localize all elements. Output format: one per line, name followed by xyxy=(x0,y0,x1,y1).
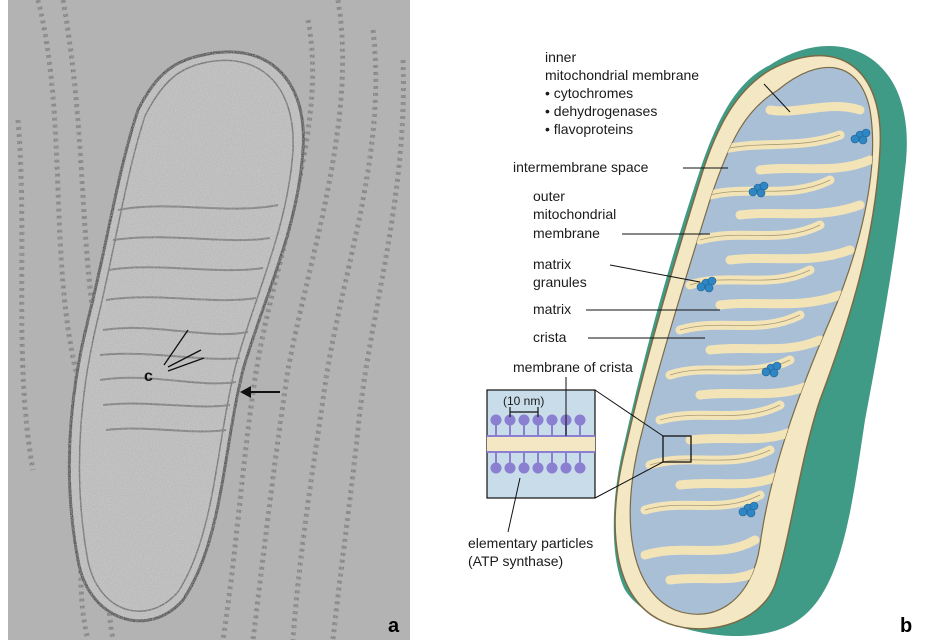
cristae-folds xyxy=(645,106,870,580)
label-granules-line1: matrix xyxy=(533,256,571,272)
leader-lines xyxy=(508,84,790,532)
label-inner-line1: inner xyxy=(545,49,576,65)
label-flavoproteins: • flavoproteins xyxy=(545,121,633,137)
label-crista: crista xyxy=(533,329,567,345)
crista-inset: (10 nm) xyxy=(487,390,595,498)
label-membrane-of-crista: membrane of crista xyxy=(513,359,633,375)
crista-detail-box xyxy=(663,436,691,462)
label-inner-line2: mitochondrial membrane xyxy=(545,67,699,83)
label-cytochromes: • cytochromes xyxy=(545,85,633,101)
crista-marker: c xyxy=(144,368,153,385)
atp-synthase-particles xyxy=(491,415,585,473)
outer-membrane xyxy=(615,56,880,629)
outer-shell xyxy=(614,46,907,636)
scale-label: (10 nm) xyxy=(503,394,544,408)
label-outer-line1: outer xyxy=(533,188,565,204)
label-intermembrane-space: intermembrane space xyxy=(513,159,649,175)
label-particles-line1: elementary particles xyxy=(468,535,593,551)
micrograph-panel: c a xyxy=(8,0,410,640)
labels: inner mitochondrial membrane • cytochrom… xyxy=(468,49,699,569)
label-matrix: matrix xyxy=(533,301,571,317)
matrix-granules xyxy=(697,129,870,517)
panel-letter-b: b xyxy=(900,615,912,637)
label-granules-line2: granules xyxy=(533,274,587,290)
label-particles-line2: (ATP synthase) xyxy=(468,553,563,569)
panel-letter-a: a xyxy=(388,615,400,637)
label-dehydrogenases: • dehydrogenases xyxy=(545,103,657,119)
scale-bar xyxy=(510,407,538,417)
label-outer-line2: mitochondrial xyxy=(533,206,616,222)
label-outer-line3: membrane xyxy=(533,225,600,241)
matrix-region xyxy=(630,67,872,614)
